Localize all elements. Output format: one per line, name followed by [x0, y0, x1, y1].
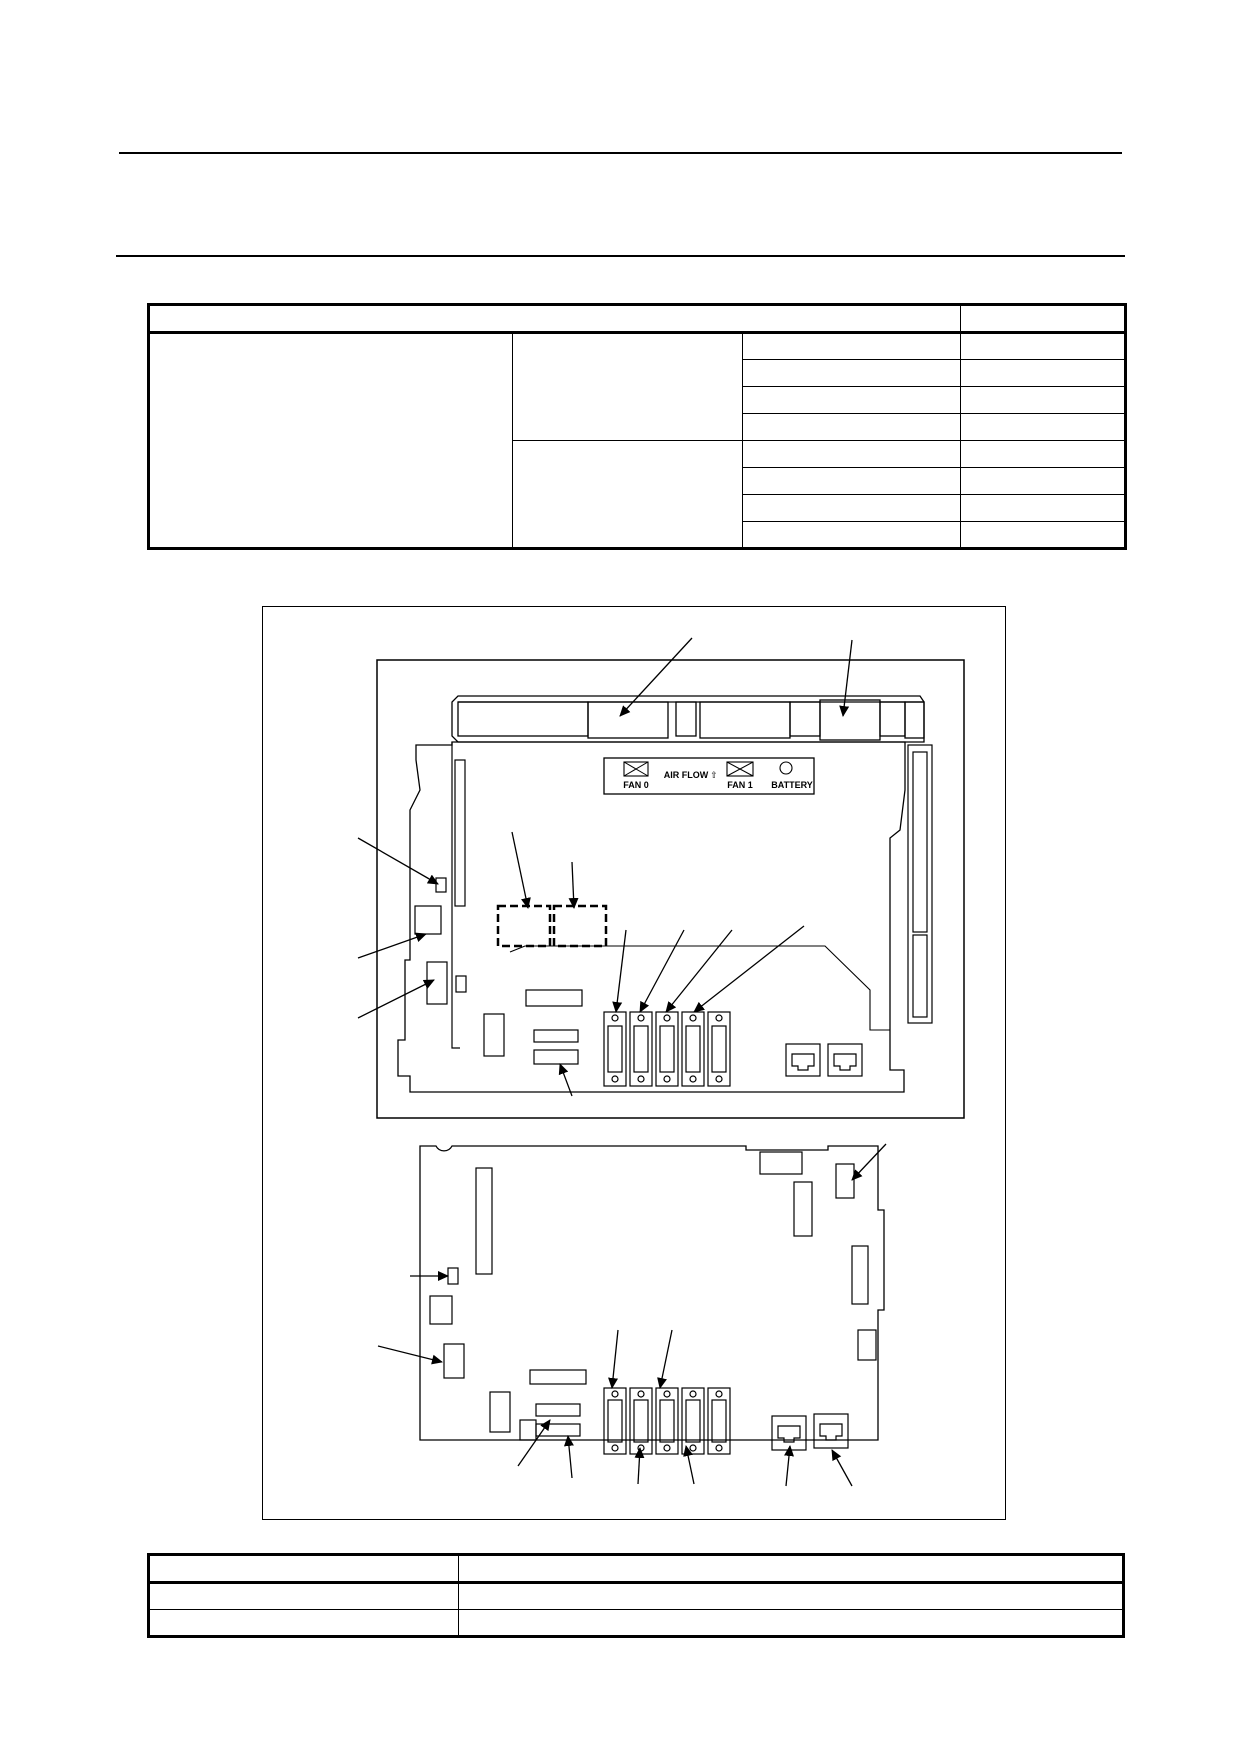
- lower-components: [429, 1151, 877, 1441]
- fan0-label: FAN 0: [623, 780, 649, 790]
- spec-table-row: [149, 386, 1127, 414]
- spec-cell: [741, 494, 962, 522]
- rom-socket-2: [552, 904, 608, 948]
- upper-leader-arrows: [357, 637, 853, 1097]
- spec-cell: [741, 413, 962, 441]
- spec-cell: [741, 467, 962, 495]
- lower-connectors: [603, 1387, 731, 1455]
- legend-header-cell: [148, 1554, 459, 1584]
- spec-cell: [960, 386, 1127, 414]
- air-flow-label: AIR FLOW: [664, 770, 709, 780]
- legend-cell: [458, 1582, 1124, 1610]
- fan1-symbol-icon: [726, 761, 754, 777]
- fan1-label: FAN 1: [727, 780, 753, 790]
- fan0-symbol-icon: [623, 761, 649, 777]
- spec-header-cell: [960, 304, 1127, 334]
- header-rule-top: [119, 152, 1122, 154]
- legend-table-header-row: [148, 1554, 1124, 1584]
- figure-frame: [262, 606, 1006, 1520]
- spec-cell: [960, 521, 1127, 549]
- spec-table-row: [149, 440, 1127, 549]
- legend-cell: [458, 1609, 1124, 1637]
- air-flow-arrow-icon: ⇧: [710, 771, 718, 781]
- spec-header-cell: [147, 304, 962, 334]
- lower-rj45-jacks: [771, 1413, 849, 1451]
- fan-housing: [451, 695, 925, 743]
- spec-table-header-row: [147, 304, 1127, 334]
- upper-inner-contour: [509, 945, 890, 1031]
- spec-table-row: [149, 521, 1127, 549]
- lower-pcb-outline: [419, 1145, 885, 1441]
- upper-pcb-edge: [451, 742, 460, 1049]
- legend-cell: [148, 1582, 459, 1610]
- spec-cell: [741, 386, 962, 414]
- legend-table-row: [148, 1609, 1124, 1637]
- battery-label: BATTERY: [771, 780, 813, 790]
- legend-header-cell: [458, 1554, 1124, 1584]
- header-rule-bottom: [116, 255, 1125, 257]
- legend-cell: [148, 1609, 459, 1637]
- spec-table: [147, 303, 1128, 550]
- spec-cell-group: [512, 440, 743, 549]
- upper-pcb-outline: [397, 741, 906, 1093]
- right-rail: [907, 744, 933, 1024]
- lower-leader-arrows: [377, 1143, 887, 1487]
- fan-label-plate: FAN 0 AIR FLOW ⇧ FAN 1 BATTERY: [603, 757, 815, 795]
- upper-rj45-jacks: [785, 1043, 863, 1077]
- rom-socket-1: [496, 904, 552, 948]
- upper-components: [414, 877, 583, 1065]
- upper-unit-outline: [376, 659, 965, 1119]
- spec-cell: [960, 494, 1127, 522]
- spec-table-row: [149, 494, 1127, 522]
- legend-table: [147, 1553, 1125, 1638]
- battery-symbol-icon: [779, 761, 793, 775]
- spec-table-row: [148, 332, 1127, 549]
- spec-cell: [960, 440, 1127, 468]
- spec-cell-group: [512, 332, 743, 441]
- spec-table-row: [149, 467, 1127, 495]
- upper-connectors: [603, 1011, 731, 1087]
- legend-table-row: [148, 1582, 1124, 1610]
- spec-cell: [741, 521, 962, 549]
- upper-edge-connector: [454, 759, 466, 907]
